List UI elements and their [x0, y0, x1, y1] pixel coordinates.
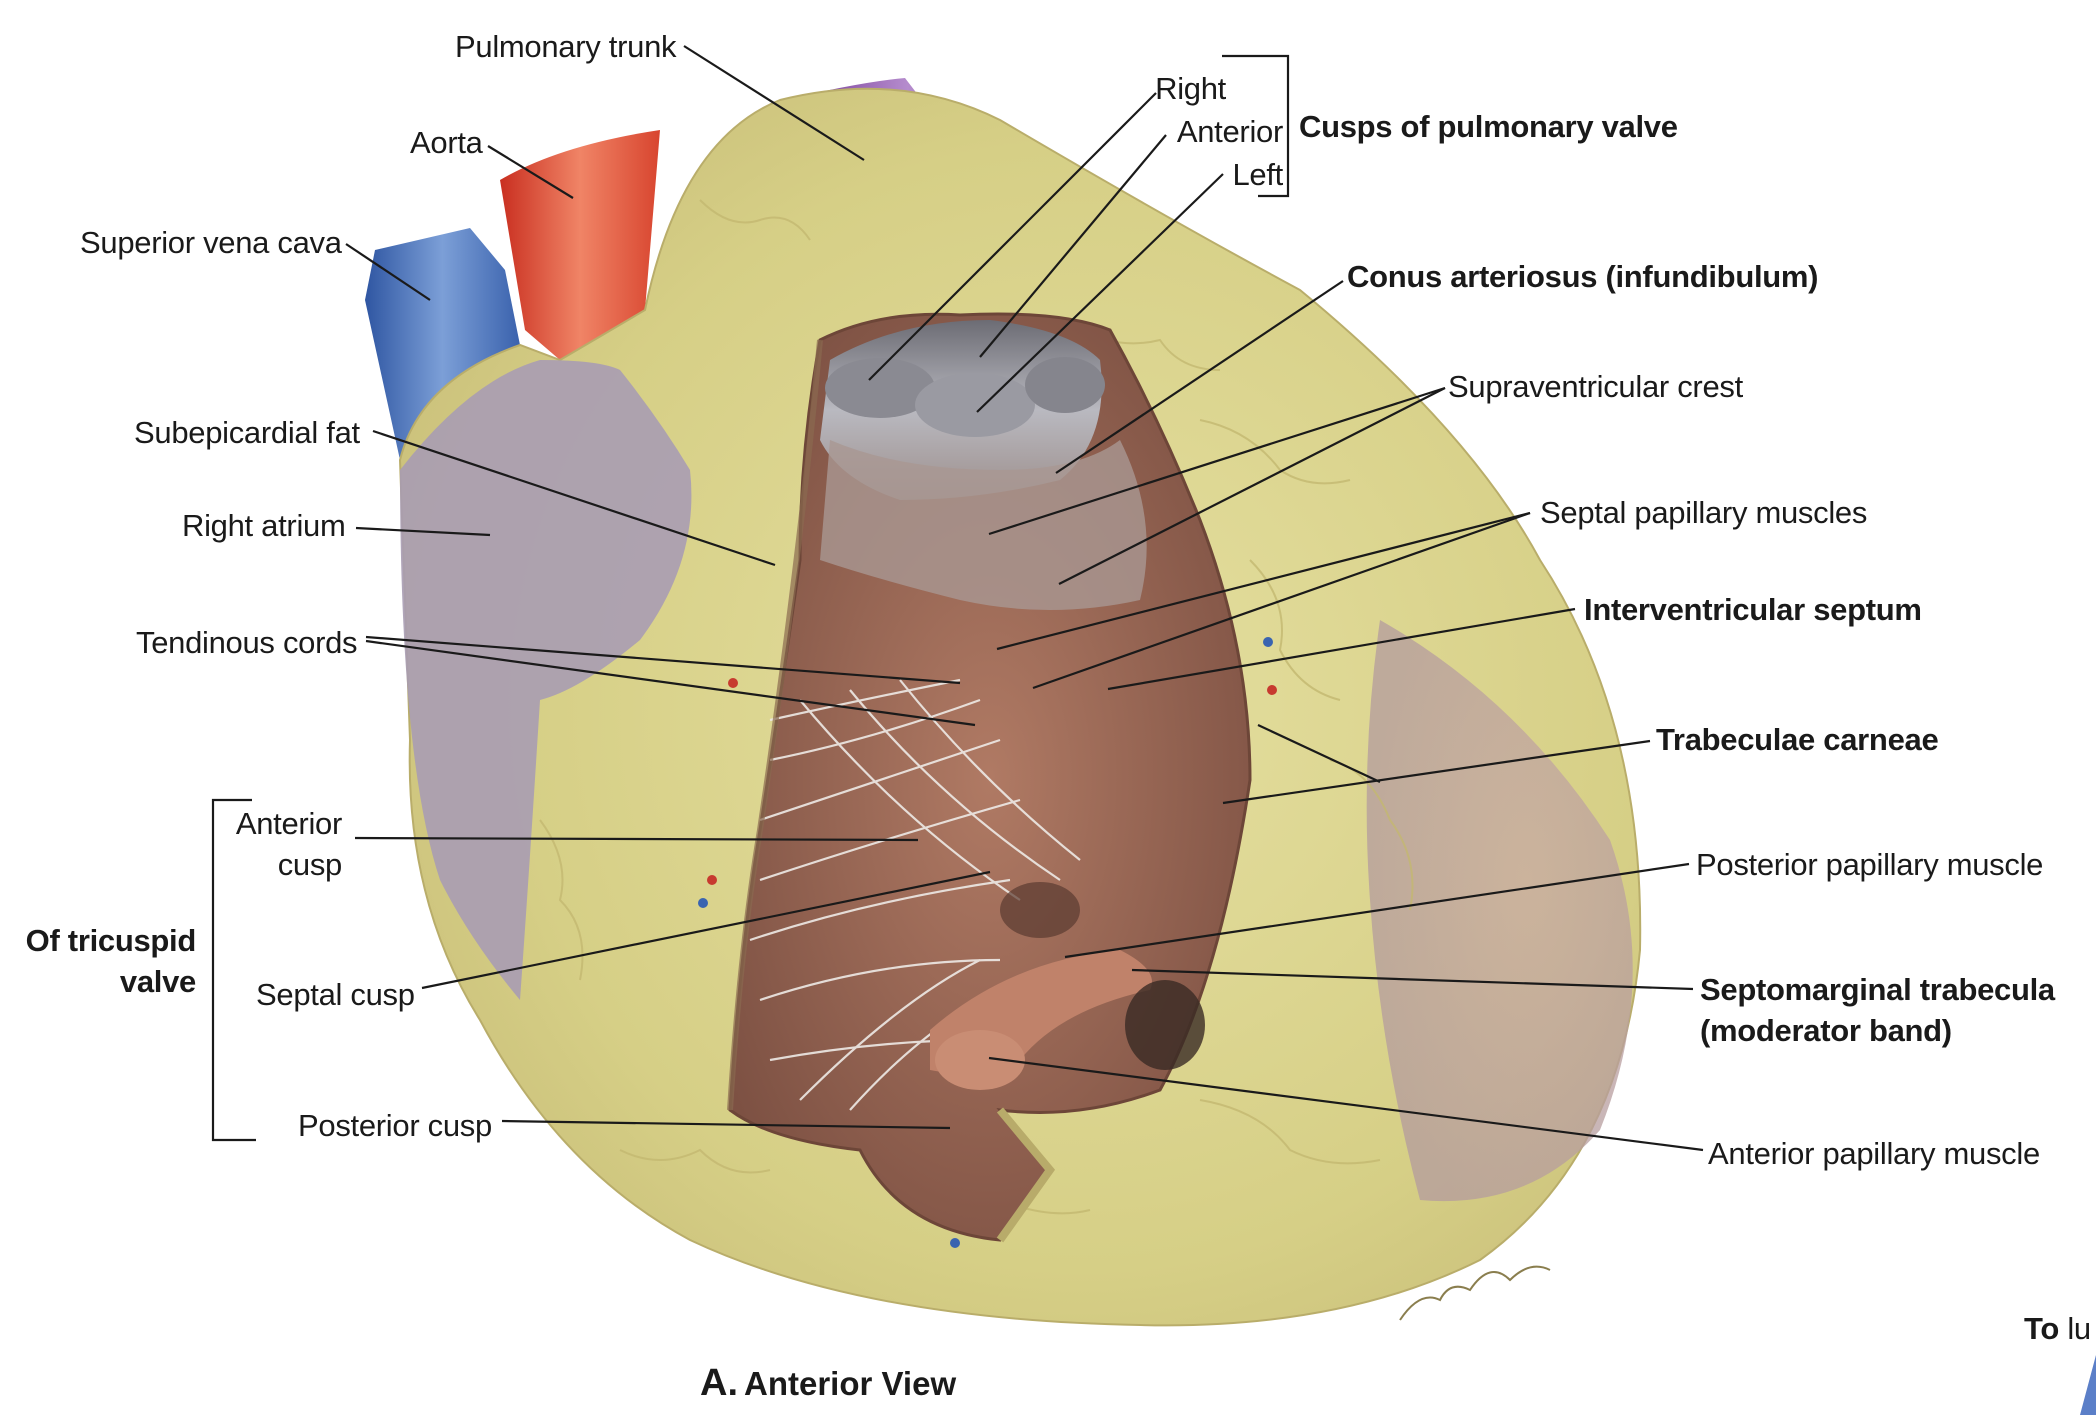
label-posterior-cusp: Posterior cusp [298, 1108, 492, 1143]
tendinous-cords-strands [749, 678, 1081, 1111]
label-subepicardial-fat: Subepicardial fat [134, 415, 360, 450]
pulmonary-valve-bracket [1222, 54, 1290, 198]
label-conus-arteriosus: Conus arteriosus (infundibulum) [1347, 259, 1819, 294]
label-superior-vena-cava: Superior vena cava [80, 225, 342, 260]
label-pulmonary-right-cusp: Right [1155, 71, 1226, 106]
label-supraventricular-crest: Supraventricular crest [1448, 369, 1743, 404]
label-posterior-papillary-muscle: Posterior papillary muscle [1696, 847, 2044, 882]
right-atrium-area [400, 360, 692, 1000]
label-septal-cusp: Septal cusp [256, 977, 415, 1012]
label-of-tricuspid-line1: Of tricuspid [25, 923, 197, 958]
label-anterior-papillary-muscle: Anterior papillary muscle [1708, 1136, 2040, 1171]
corner-arrow-shape [2080, 1355, 2096, 1415]
label-to-lungs-text: lu [2067, 1311, 2091, 1346]
label-pulmonary-trunk: Pulmonary trunk [455, 29, 677, 64]
label-aorta: Aorta [410, 125, 483, 160]
label-right-atrium: Right atrium [182, 508, 346, 543]
label-pulmonary-anterior-cusp: Anterior [1176, 114, 1283, 149]
label-trabeculae-carneae: Trabeculae carneae [1656, 722, 1939, 757]
caption-text: Anterior View [744, 1365, 957, 1402]
label-septomarginal-line2: (moderator band) [1700, 1013, 1952, 1048]
artist-signature [1399, 1265, 1551, 1321]
aorta-shape [500, 130, 660, 360]
label-anterior-cusp-line2: cusp [277, 847, 343, 882]
label-septal-papillary-muscles: Septal papillary muscles [1540, 495, 1868, 530]
label-anterior-cusp-line1: Anterior [235, 806, 342, 841]
label-pulmonary-left-cusp: Left [1232, 157, 1283, 192]
figure-caption: A.Anterior View [700, 1362, 956, 1405]
label-to-lungs: To lu [2024, 1311, 2091, 1346]
leader-lines [345, 45, 1704, 1152]
label-interventricular-septum: Interventricular septum [1584, 592, 1922, 627]
label-tendinous-cords: Tendinous cords [136, 625, 358, 660]
label-of-tricuspid-line2: valve [119, 964, 196, 999]
superior-vena-cava-shape [365, 228, 520, 460]
label-septomarginal-line1: Septomarginal trabecula [1700, 972, 2055, 1007]
left-ventricle-area [1366, 620, 1633, 1202]
caption-letter: A. [700, 1362, 738, 1404]
label-cusps-of-pulmonary-valve: Cusps of pulmonary valve [1299, 109, 1678, 144]
tricuspid-bracket [211, 798, 256, 1142]
